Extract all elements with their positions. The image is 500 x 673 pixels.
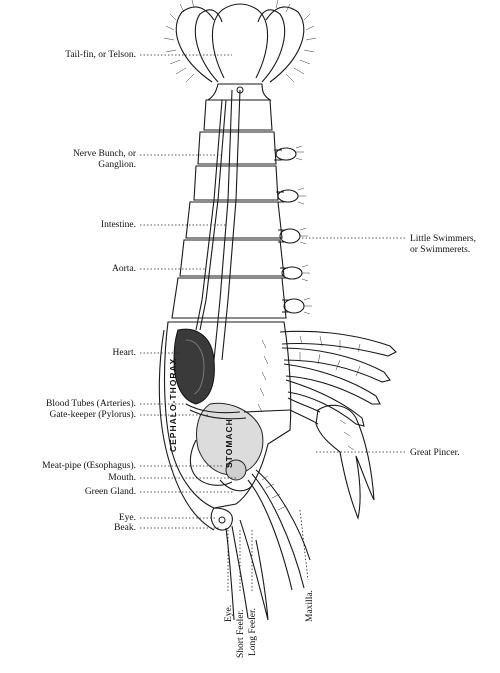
heart-organ	[173, 328, 215, 405]
mouth-label: Mouth.	[108, 473, 136, 483]
tail-fan-illustration	[163, 0, 317, 101]
stomach-organ	[189, 402, 264, 492]
blood-tubes	[185, 403, 291, 420]
stomach-label: STOMACH	[224, 418, 234, 468]
little-swimmers-label-line2: or Swimmerets.	[410, 245, 470, 255]
bottom-labels: Eye. Short Feeler. Long Feeler. Maxilla.	[224, 509, 315, 658]
great-pincer-illustration	[287, 397, 375, 520]
long-feeler-label: Long Feeler.	[248, 608, 258, 656]
left-labels: Tail-fin, or Telson. Nerve Bunch, or Gan…	[42, 49, 236, 533]
heart-label: Heart.	[113, 348, 136, 358]
aorta-label: Aorta.	[112, 264, 136, 274]
eye-label-bottom: Eye.	[224, 605, 234, 622]
head-and-feelers	[210, 469, 311, 621]
great-pincer-label: Great Pincer.	[410, 448, 460, 458]
cephalothorax-label: CEPHALO-THORAX	[168, 358, 178, 452]
beak-label: Beak.	[114, 523, 136, 533]
green-gland-label: Green Gland.	[85, 487, 136, 497]
abdomen-segments	[171, 99, 287, 319]
gate-keeper-label: Gate-keeper (Pylorus).	[49, 409, 136, 420]
cephalothorax-carapace	[158, 321, 292, 531]
swimmerets-illustration	[274, 145, 312, 315]
intestine-and-aorta-tubes	[195, 89, 241, 361]
intestine-label: Intestine.	[101, 220, 136, 230]
meat-pipe-label: Meat-pipe (Œsophagus).	[42, 460, 136, 471]
short-feeler-label: Short Feeler.	[236, 609, 246, 658]
tail-fin-label: Tail-fin, or Telson.	[65, 49, 136, 60]
nerve-bunch-label-line2: Ganglion.	[98, 160, 136, 170]
maxilla-label: Maxilla.	[305, 590, 315, 622]
little-swimmers-label-line1: Little Swimmers,	[410, 234, 476, 244]
nerve-bunch-label-line1: Nerve Bunch, or	[73, 149, 137, 159]
right-labels: Little Swimmers, or Swimmerets. Great Pi…	[302, 234, 476, 458]
walking-legs-illustration	[279, 330, 397, 427]
blood-tubes-label: Blood Tubes (Arteries).	[46, 398, 136, 409]
eye-label-left: Eye.	[119, 513, 136, 523]
